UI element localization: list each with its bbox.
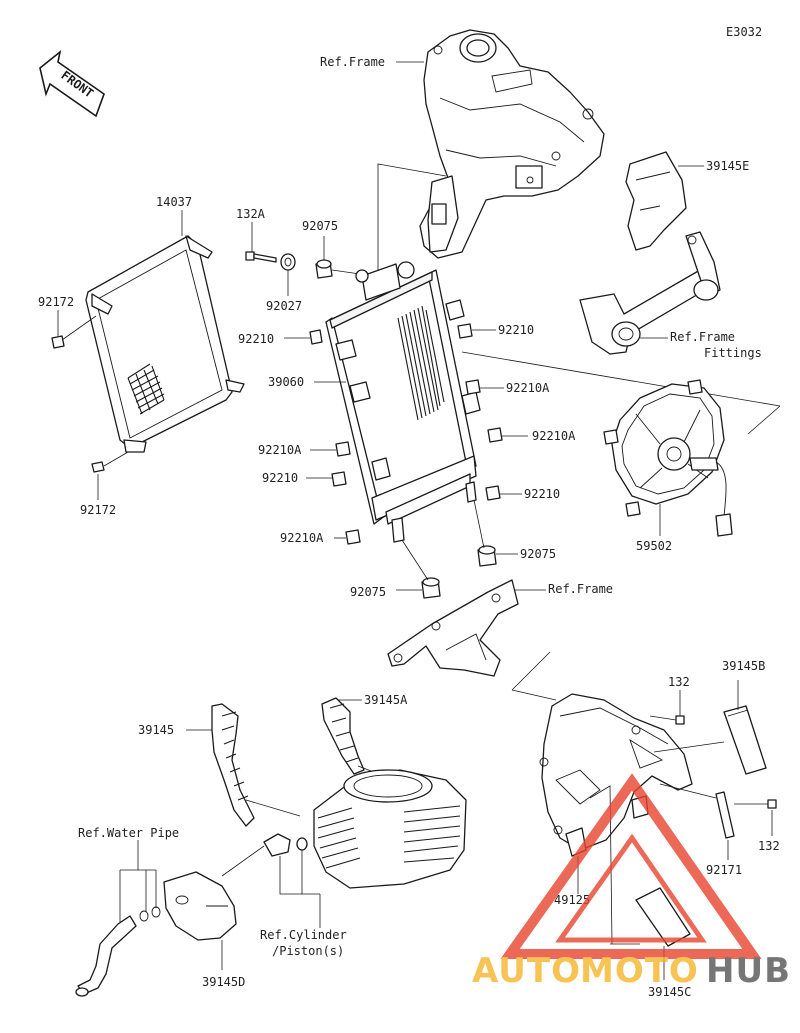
watermark-logo: AUTO MOTO HUB	[472, 773, 791, 991]
watermark-text-hub: HUB	[706, 951, 791, 991]
screw-92172-bottom	[91, 451, 129, 473]
label-92210-right1: 92210	[498, 323, 534, 337]
watermark-text-auto: AUTO	[472, 951, 581, 991]
cooling-fan-59502	[603, 379, 733, 537]
label-14037: 14037	[156, 195, 192, 209]
guard-mesh	[127, 363, 165, 415]
label-132-right: 132	[758, 839, 780, 853]
label-49125: 49125	[554, 893, 590, 907]
label-ref-frame-fittings-2: Fittings	[704, 346, 762, 360]
label-ref-frame-mid: Ref.Frame	[548, 582, 613, 596]
grommet-92075-left	[421, 577, 441, 599]
clip-nut-92210-left2	[331, 471, 347, 487]
label-ref-frame-top: Ref.Frame	[320, 55, 385, 69]
radiator-core	[325, 261, 481, 543]
label-ref-cylinder-1: Ref.Cylinder	[260, 928, 347, 942]
cylinder-fins	[317, 805, 461, 869]
shield-39145A	[321, 697, 365, 775]
label-92172-top: 92172	[38, 295, 74, 309]
label-92210A-left2: 92210A	[280, 531, 324, 545]
clip-nut-92210A-left1	[335, 441, 351, 457]
label-92027: 92027	[266, 299, 302, 313]
label-39145E: 39145E	[706, 159, 749, 173]
label-92075-top: 92075	[302, 219, 338, 233]
band-92171	[715, 791, 735, 839]
label-132-top: 132	[668, 675, 690, 689]
shield-39145C	[635, 887, 691, 947]
radiator-guard	[85, 235, 245, 453]
label-39145B: 39145B	[722, 659, 765, 673]
label-59502: 59502	[636, 539, 672, 553]
watermark-text-moto: MOTO	[580, 951, 699, 991]
label-92210A-right1: 92210A	[506, 381, 550, 395]
grommet-92075-right	[477, 545, 497, 567]
label-92210-right2: 92210	[524, 487, 560, 501]
label-92171: 92171	[706, 863, 742, 877]
label-39145: 39145	[138, 723, 174, 737]
frame-upper	[419, 29, 605, 259]
label-92210-left2: 92210	[262, 471, 298, 485]
clip-nut-92210-right2	[485, 485, 501, 501]
water-pipe	[75, 906, 161, 997]
clip-nut-92210-left1	[309, 329, 323, 345]
diagram-code: E3032	[726, 25, 762, 39]
water-fitting	[263, 833, 308, 857]
front-arrow-icon: FRONT	[39, 50, 105, 118]
label-ref-water-pipe: Ref.Water Pipe	[78, 826, 179, 840]
bolt-132A	[245, 251, 277, 263]
shield-39145B	[723, 705, 767, 775]
frame-fittings	[579, 231, 721, 355]
label-39145C: 39145C	[648, 985, 691, 999]
label-92172-bottom: 92172	[80, 503, 116, 517]
shield-39145D	[163, 871, 237, 941]
clip-nut-92210A-right2	[487, 427, 503, 443]
label-92210-left1: 92210	[238, 332, 274, 346]
cylinder-block	[313, 769, 467, 889]
bolt-132-top	[675, 715, 685, 725]
cover-39145E	[625, 151, 687, 251]
clip-nut-92210A-right1	[465, 379, 481, 395]
label-92075-right: 92075	[520, 547, 556, 561]
clip-nut-92210A-left2	[345, 529, 361, 545]
screw-92172-top	[51, 315, 97, 349]
clip-nut-92210-right1	[457, 323, 473, 339]
label-92075-left: 92075	[350, 585, 386, 599]
label-39060: 39060	[268, 375, 304, 389]
grommet-92075-top	[315, 259, 333, 279]
label-132A: 132A	[236, 207, 266, 221]
label-92210A-left1: 92210A	[258, 443, 302, 457]
bolt-132-right	[767, 799, 777, 809]
radiator-fins	[397, 305, 445, 421]
frame-lower-bracket	[387, 579, 519, 677]
shield-39145	[211, 703, 255, 827]
label-92210A-right2: 92210A	[532, 429, 576, 443]
label-ref-cylinder-2: /Piston(s)	[272, 944, 344, 958]
collar-92027	[280, 253, 296, 271]
label-39145A: 39145A	[364, 693, 408, 707]
label-39145D: 39145D	[202, 975, 245, 989]
label-ref-frame-fittings-1: Ref.Frame	[670, 330, 735, 344]
